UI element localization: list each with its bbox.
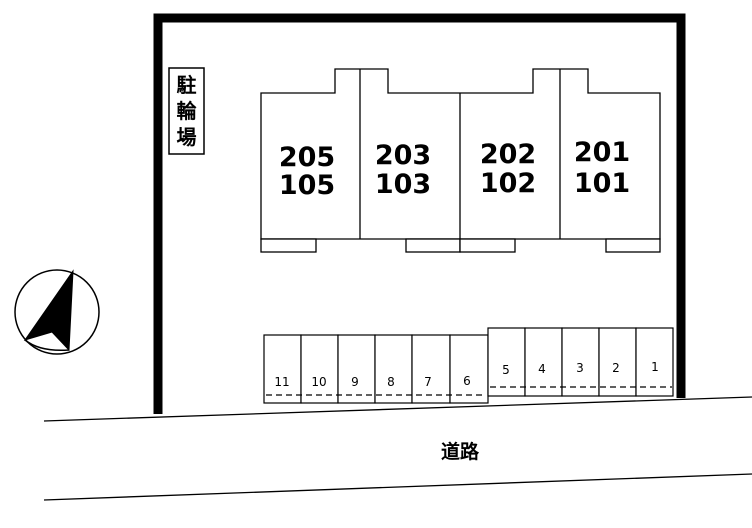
parking-space — [635, 327, 674, 397]
parking-right-group — [487, 327, 674, 397]
building: 205 105 203 103 202 102 201 101 — [260, 68, 661, 253]
parking-space-number: 6 — [463, 374, 471, 388]
unit-label-lower: 105 — [279, 170, 335, 201]
parking-space-number: 9 — [351, 375, 359, 389]
parking-space — [524, 327, 563, 397]
parking-space — [374, 334, 413, 404]
balcony-unit-205 — [260, 238, 317, 253]
bike-parking-box — [168, 67, 205, 155]
parking-space — [487, 327, 526, 397]
parking-space-number: 8 — [387, 375, 395, 389]
parking-space-number: 7 — [424, 375, 432, 389]
unit-label-upper: 201 — [574, 137, 630, 168]
road-label: 道路 — [441, 440, 480, 463]
unit-label-lower: 102 — [480, 168, 536, 199]
balcony-unit-201 — [605, 238, 661, 253]
property-boundary — [153, 13, 686, 414]
parking-space — [337, 334, 376, 404]
parking-space — [449, 334, 489, 404]
compass-needle — [23, 269, 74, 352]
parking-space-number: 2 — [612, 361, 620, 375]
parking-space-number: 3 — [576, 361, 584, 375]
road-edge-lower — [43, 473, 752, 501]
unit-label-upper: 205 — [279, 142, 335, 173]
bike-parking-char-1: 駐 — [177, 73, 197, 97]
parking-space-number: 4 — [538, 362, 546, 376]
unit-label-upper: 203 — [375, 140, 431, 171]
road-edge-upper — [43, 396, 752, 422]
parking-space-number: 1 — [651, 360, 659, 374]
parking-left-group — [263, 334, 489, 404]
parking-space — [598, 327, 637, 397]
parking-space-number: 5 — [502, 363, 510, 377]
parking-space — [263, 334, 302, 404]
balcony-unit-202 — [459, 238, 516, 253]
parking-space-number: 11 — [274, 375, 289, 389]
parking-space-number: 10 — [311, 375, 326, 389]
parking-space — [300, 334, 339, 404]
bike-parking-char-2: 輪 — [177, 99, 198, 123]
unit-label-lower: 101 — [574, 168, 630, 199]
compass-needle-tail — [24, 339, 70, 352]
north-arrow-icon — [14, 269, 100, 355]
unit-label-lower: 103 — [375, 169, 431, 200]
bike-parking-char-3: 場 — [177, 125, 197, 149]
balcony-unit-203 — [405, 238, 461, 253]
bike-parking: 駐 輪 場 — [168, 67, 205, 155]
unit-label-upper: 202 — [480, 139, 536, 170]
parking-space — [411, 334, 451, 404]
